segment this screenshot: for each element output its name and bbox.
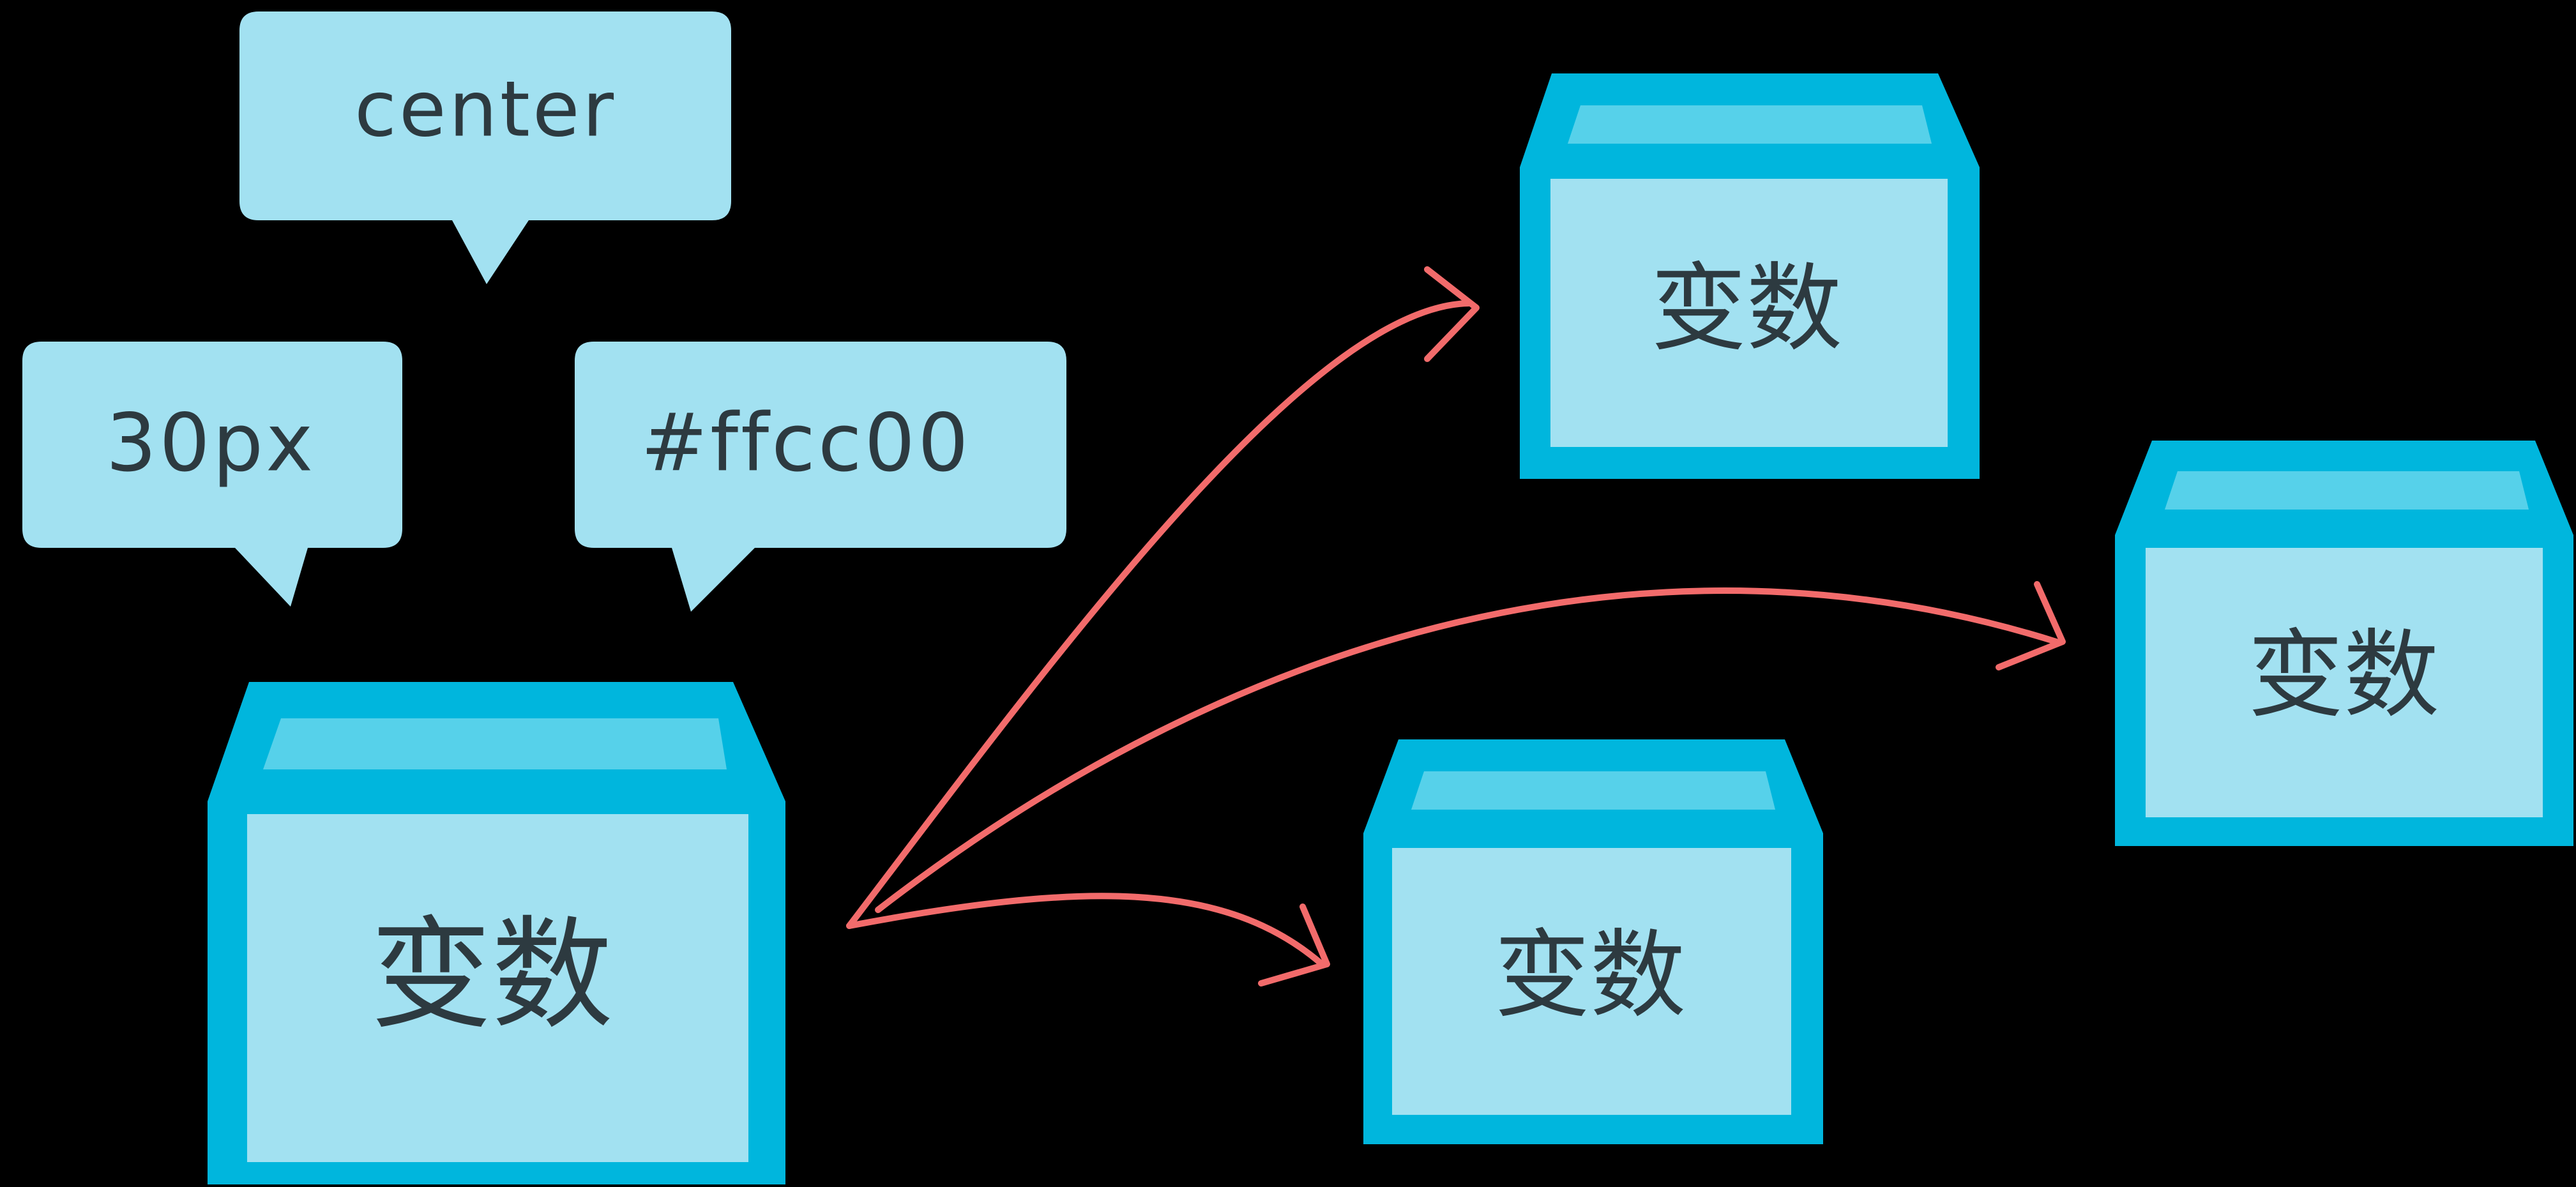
target-variable-box-2: 变数 [2115,441,2573,846]
speech-bubble-label: center [354,66,616,155]
source-variable-box: 变数 [208,682,785,1184]
arrow-to-target-box-2 [875,581,2066,913]
arrow-to-target-box-1 [846,266,1480,929]
target-variable-label: 变数 [1494,920,1686,1031]
arrow-to-target-box-3 [846,893,1330,987]
source-variable-label: 变数 [370,905,613,1046]
target-variable-box-3: 变数 [1363,739,1823,1144]
target-variable-label: 变数 [2248,620,2439,731]
speech-bubble-ffcc00: #ffcc00 [575,342,1066,612]
speech-bubble-label: 30px [106,397,315,490]
target-variable-label: 变数 [1651,253,1842,365]
speech-bubble-label: #ffcc00 [640,397,971,490]
speech-bubble-center: center [239,11,731,284]
speech-bubble-30px: 30px [22,342,402,607]
target-variable-box-1: 变数 [1520,73,1980,479]
